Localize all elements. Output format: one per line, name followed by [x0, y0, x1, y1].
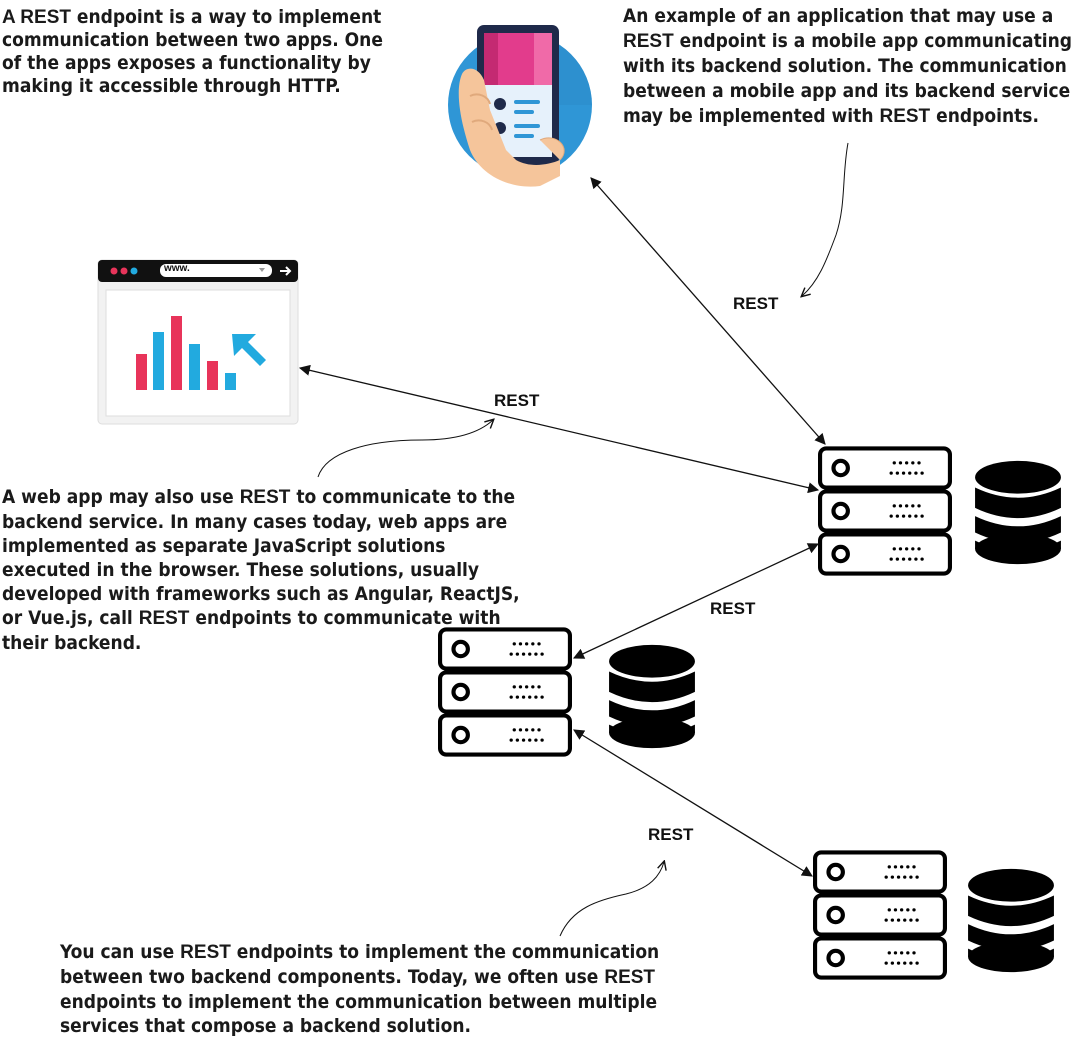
rest-connector-service: [573, 729, 813, 877]
rest-connector-mobile: [590, 177, 826, 445]
rest-label-service: REST: [648, 825, 694, 844]
annotation-keyword: REST: [604, 967, 656, 988]
annotation-text: A web app may also use: [2, 486, 240, 508]
rest-connector-backend: [573, 543, 819, 659]
annotation-text: endpoints to implement the communication…: [60, 991, 658, 1037]
annotation-text: endpoints.: [930, 105, 1039, 127]
callout-pointer-mobile: [802, 142, 849, 296]
database-icon: [609, 644, 695, 749]
annotation-text: An example of an application that may us…: [623, 5, 1054, 27]
rest-label-backend: REST: [710, 599, 756, 618]
annotation-keyword: REST: [623, 31, 674, 52]
annotation-mobile-app: An example of an application that may us…: [623, 4, 1079, 129]
browser-address-text: www.: [164, 263, 190, 274]
rest-label-web: REST: [494, 391, 540, 410]
rest-connector-web: [298, 364, 820, 494]
annotation-keyword: REST: [239, 487, 291, 508]
annotation-keyword: A REST: [2, 7, 71, 28]
mobile-app-icon: [448, 25, 592, 187]
annotation-text: to communicate to the backend service. I…: [2, 486, 520, 629]
annotation-backend-services: You can use REST endpoints to implement …: [60, 940, 700, 1038]
annotation-text: endpoint is a mobile app communicating w…: [623, 30, 1073, 127]
database-icon: [968, 868, 1054, 973]
callout-pointer-bottom: [559, 862, 664, 937]
annotation-text: endpoints to communicate with their back…: [2, 607, 501, 654]
annotation-text: endpoint is a way to implement communica…: [2, 6, 383, 97]
web-browser-icon: [97, 259, 299, 425]
annotation-web-app: A web app may also use REST to communica…: [2, 485, 522, 655]
annotation-text: You can use: [60, 941, 181, 963]
server-rack-icon: [820, 448, 950, 573]
database-icon: [975, 460, 1061, 565]
callout-pointer-web: [317, 420, 493, 478]
server-rack-icon: [815, 852, 945, 977]
annotation-keyword: REST: [180, 942, 231, 963]
annotation-keyword: REST: [138, 608, 190, 629]
rest-label-mobile: REST: [733, 294, 779, 313]
annotation-keyword: REST: [879, 106, 931, 127]
annotation-text: endpoints to implement the communication…: [60, 941, 660, 988]
annotation-rest-definition: A REST endpoint is a way to implement co…: [2, 6, 402, 98]
